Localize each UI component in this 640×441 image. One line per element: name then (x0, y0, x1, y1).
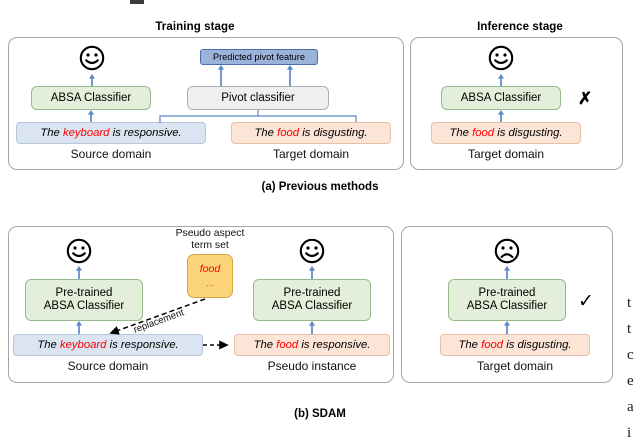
cross-mark-icon: ✗ (578, 89, 593, 108)
arrow-sentence-to-classifier-b-inf (502, 321, 512, 334)
target-sentence-box-a-train[interactable]: The food is disgusting. (231, 122, 391, 144)
pretrained-absa-classifier-box-b-pseudo[interactable]: Pre-trained ABSA Classifier (253, 279, 371, 321)
arrow-classifier-to-sentiment-a-train (87, 74, 97, 86)
target-domain-label-b-inf: Target domain (476, 359, 554, 373)
inference-stage-title-a: Inference stage (477, 21, 563, 33)
source-domain-label-b: Source domain (67, 359, 149, 373)
cutoff-text-line-5: a (627, 399, 634, 415)
classifier-line-1: Pre-trained (283, 287, 341, 300)
target-sentence-box-b-inf[interactable]: The food is disgusting. (440, 334, 590, 356)
sentence-text: The food is disgusting. (449, 126, 563, 139)
happy-face-icon (65, 237, 93, 265)
caption-panel-a: (a) Previous methods (261, 181, 379, 193)
aspect-term: food (481, 338, 504, 351)
happy-face-icon (298, 237, 326, 265)
classifier-line-2: ABSA Classifier (271, 300, 353, 312)
pseudo-aspect-term-set-box[interactable]: food ... (187, 254, 233, 298)
absa-classifier-label: ABSA Classifier (460, 91, 542, 104)
aspect-term: food (472, 126, 495, 139)
arrow-source-sentence-to-classifier-a-train (86, 110, 96, 122)
absa-classifier-label: ABSA Classifier (50, 91, 132, 104)
training-stage-title-a: Training stage (155, 21, 235, 33)
arrow-pivot-right-a-train (285, 65, 295, 86)
arrow-pivot-left-a-train (216, 65, 226, 86)
cutoff-text-line-2: t (627, 321, 632, 337)
check-mark-icon: ✓ (578, 291, 594, 312)
pivot-classifier-label: Pivot classifier (221, 91, 295, 104)
caption-panel-b: (b) SDAM (294, 408, 346, 420)
absa-classifier-box-a-inf[interactable]: ABSA Classifier (441, 86, 561, 110)
predicted-pivot-feature-label: Predicted pivot feature (213, 51, 305, 62)
pretrained-absa-classifier-box-b-src[interactable]: Pre-trained ABSA Classifier (25, 279, 143, 321)
pseudo-aspect-term-set-caption: Pseudo aspect term set (155, 228, 265, 252)
source-domain-label-a-train: Source domain (70, 147, 152, 161)
cutoff-text-line-4: e (627, 373, 634, 389)
cutoff-text-line-3: c (627, 347, 634, 363)
classifier-line-2: ABSA Classifier (466, 300, 548, 312)
sentence-text: The food is disgusting. (458, 338, 572, 351)
arrow-sentence-to-classifier-a-inf (496, 110, 506, 122)
arrow-sentence-to-classifier-b-src (74, 321, 84, 334)
aspect-term: keyboard (62, 126, 110, 139)
top-crop-artifact (130, 0, 144, 4)
target-sentence-box-a-inf[interactable]: The food is disgusting. (431, 122, 581, 144)
cutoff-text-line-1: t (627, 295, 632, 311)
pseudo-caption-line-1: Pseudo aspect (175, 228, 245, 239)
aspect-term: food (277, 126, 300, 139)
arrow-source-to-pseudo-instance (203, 339, 235, 351)
source-sentence-box-b[interactable]: The keyboard is responsive. (13, 334, 203, 356)
target-domain-label-a-inf: Target domain (467, 147, 545, 161)
arrow-classifier-to-sentiment-b-inf (502, 266, 512, 279)
aspect-term: keyboard (59, 338, 107, 351)
aspect-term: food (276, 338, 299, 351)
classifier-line-1: Pre-trained (478, 287, 536, 300)
sentence-text: The food is responsive. (253, 338, 371, 351)
sentence-text: The food is disgusting. (254, 126, 368, 139)
pivot-classifier-box[interactable]: Pivot classifier (187, 86, 329, 110)
arrow-classifier-to-sentiment-b-pseudo (307, 266, 317, 279)
pseudo-instance-sentence-box[interactable]: The food is responsive. (234, 334, 390, 356)
arrow-classifier-to-sentiment-b-src (74, 266, 84, 279)
arrow-classifier-to-sentiment-a-inf (496, 74, 506, 86)
replacement-arrow (95, 295, 215, 340)
happy-face-icon (487, 44, 515, 72)
classifier-line-2: ABSA Classifier (43, 300, 125, 312)
pseudo-caption-line-2: term set (191, 240, 229, 252)
pseudo-aspect-ellipsis: ... (206, 278, 214, 289)
classifier-line-1: Pre-trained (55, 287, 113, 300)
sentence-text: The keyboard is responsive. (37, 338, 179, 351)
absa-classifier-box-a-train[interactable]: ABSA Classifier (31, 86, 151, 110)
target-domain-label-a-train: Target domain (272, 147, 350, 161)
sad-face-icon (493, 237, 521, 265)
pretrained-absa-classifier-box-b-inf[interactable]: Pre-trained ABSA Classifier (448, 279, 566, 321)
cutoff-text-line-6: i (627, 425, 632, 441)
pivot-classifier-bracket-connector (70, 110, 370, 124)
source-sentence-box-a-train[interactable]: The keyboard is responsive. (16, 122, 206, 144)
happy-face-icon (78, 44, 106, 72)
arrow-sentence-to-classifier-b-pseudo (307, 321, 317, 334)
pseudo-aspect-term: food (199, 262, 221, 275)
predicted-pivot-feature-box[interactable]: Predicted pivot feature (200, 49, 318, 65)
sentence-text: The keyboard is responsive. (40, 126, 182, 139)
pseudo-instance-label: Pseudo instance (267, 359, 357, 373)
